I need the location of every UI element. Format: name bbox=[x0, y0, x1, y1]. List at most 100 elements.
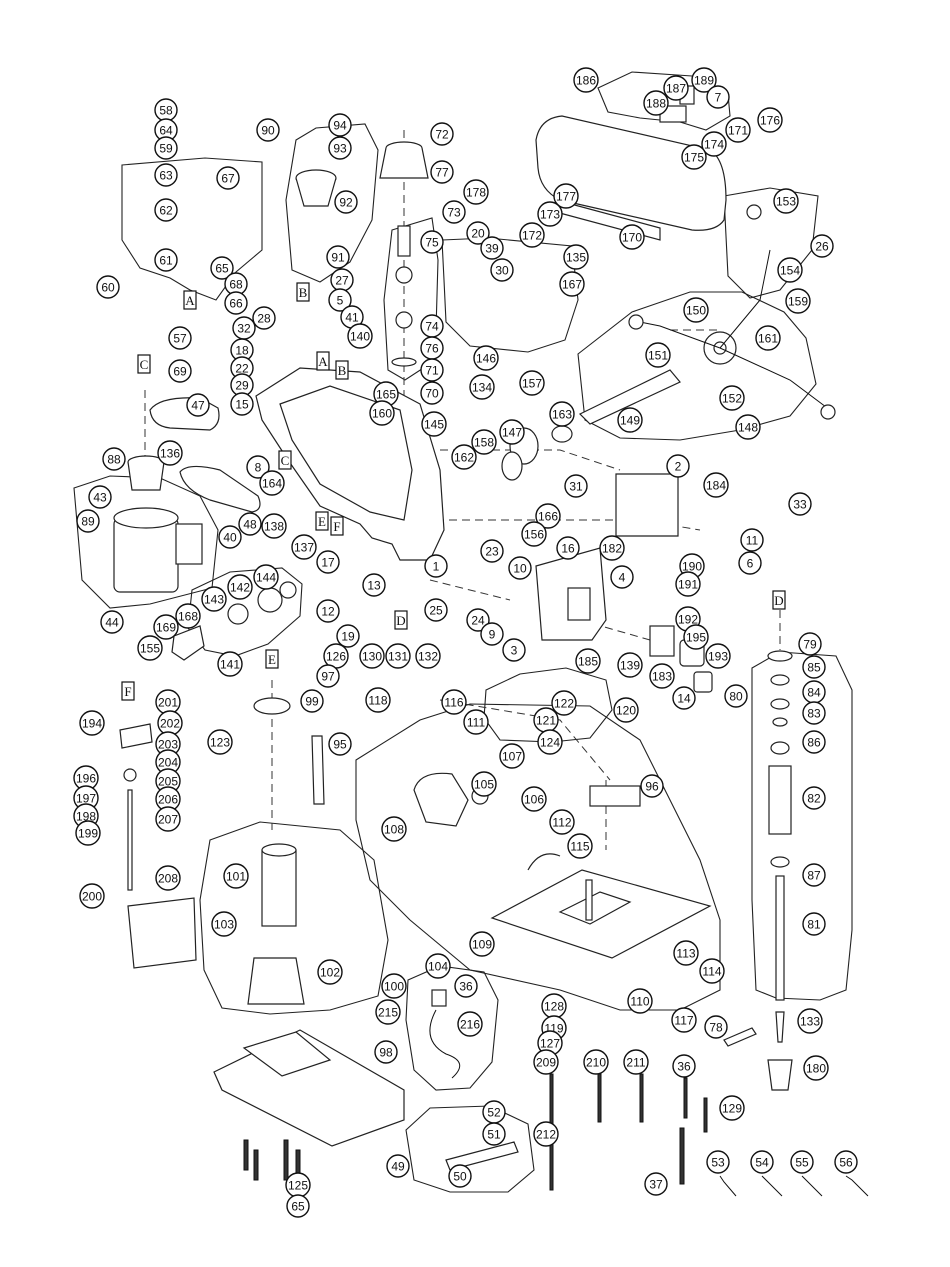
callout-128: 128 bbox=[541, 993, 567, 1019]
callout-circle bbox=[154, 163, 178, 187]
callout-178: 178 bbox=[463, 179, 489, 205]
callout-circle bbox=[154, 136, 178, 160]
callout-95: 95 bbox=[328, 732, 352, 756]
callout-8: 8 bbox=[246, 455, 270, 479]
callout-75: 75 bbox=[420, 230, 444, 254]
reference-flag-A: A bbox=[183, 290, 197, 310]
callout-98: 98 bbox=[374, 1040, 398, 1064]
callout-circle bbox=[583, 1049, 609, 1075]
flag-letter: F bbox=[124, 684, 131, 699]
callout-26: 26 bbox=[810, 234, 834, 258]
callout-circle bbox=[671, 1007, 697, 1033]
callout-circle bbox=[704, 1015, 728, 1039]
callout-number: 66 bbox=[229, 297, 243, 311]
callout-circle bbox=[261, 513, 287, 539]
callout-number: 159 bbox=[788, 295, 808, 309]
callout-39: 39 bbox=[480, 236, 504, 260]
part-wrench-50 bbox=[445, 1141, 519, 1171]
callout-number: 17 bbox=[321, 556, 335, 570]
callout-circle bbox=[719, 1095, 745, 1121]
callout-number: 135 bbox=[566, 251, 586, 265]
callout-number: 78 bbox=[709, 1021, 723, 1035]
callout-number: 150 bbox=[686, 304, 706, 318]
callout-circle bbox=[253, 564, 279, 590]
callout-circle bbox=[559, 271, 585, 297]
flag-box bbox=[296, 282, 310, 302]
callout-number: 68 bbox=[229, 278, 243, 292]
callout-number: 113 bbox=[676, 947, 695, 961]
callout-162: 162 bbox=[451, 444, 477, 470]
group-outline-146 bbox=[441, 237, 579, 353]
callout-102: 102 bbox=[317, 959, 343, 985]
callout-number: 3 bbox=[511, 644, 518, 658]
callout-number: 166 bbox=[538, 510, 558, 524]
callout-number: 184 bbox=[706, 479, 726, 493]
callout-circle bbox=[701, 131, 727, 157]
callout-20: 20 bbox=[466, 221, 490, 245]
callout-number: 32 bbox=[237, 322, 251, 336]
callout-number: 48 bbox=[243, 518, 257, 532]
callout-182: 182 bbox=[599, 535, 625, 561]
callout-number: 209 bbox=[536, 1056, 556, 1070]
callout-94: 94 bbox=[328, 113, 352, 137]
callout-number: 194 bbox=[82, 717, 102, 731]
callout-89: 89 bbox=[76, 509, 100, 533]
callout-circle bbox=[675, 571, 701, 597]
callout-circle bbox=[201, 586, 227, 612]
callout-81: 81 bbox=[802, 912, 826, 936]
callout-circle bbox=[502, 638, 526, 662]
callout-circle bbox=[186, 393, 210, 417]
part-rod-207 bbox=[127, 789, 133, 891]
callout-79: 79 bbox=[798, 632, 822, 656]
callout-circle bbox=[773, 188, 799, 214]
callout-166: 166 bbox=[535, 503, 561, 529]
callout-170: 170 bbox=[619, 224, 645, 250]
callout-circle bbox=[564, 474, 588, 498]
callout-circle bbox=[286, 1194, 310, 1218]
part-pulley-92-body bbox=[295, 177, 337, 207]
callout-10: 10 bbox=[508, 556, 532, 580]
callout-circle bbox=[802, 701, 826, 725]
callout-circle bbox=[211, 911, 237, 937]
callout-number: 191 bbox=[678, 578, 698, 592]
callout-211: 211 bbox=[623, 1049, 649, 1075]
group-outline-186 bbox=[597, 71, 731, 131]
callout-number: 182 bbox=[602, 542, 622, 556]
callout-circle bbox=[96, 275, 120, 299]
part-hub-143 bbox=[227, 603, 249, 625]
callout-71: 71 bbox=[420, 358, 444, 382]
callout-circle bbox=[463, 179, 489, 205]
callout-72: 72 bbox=[430, 122, 454, 146]
callout-number: 40 bbox=[223, 531, 237, 545]
callout-number: 207 bbox=[158, 813, 178, 827]
callout-205: 205 bbox=[155, 768, 181, 794]
callout-25: 25 bbox=[424, 598, 448, 622]
callout-circle bbox=[519, 370, 545, 396]
callout-210: 210 bbox=[583, 1049, 609, 1075]
callout-144: 144 bbox=[253, 564, 279, 590]
callout-circle bbox=[347, 323, 373, 349]
reference-flag-F: F bbox=[330, 516, 344, 536]
callout-circle bbox=[663, 75, 689, 101]
callout-circle bbox=[454, 974, 478, 998]
callout-175: 175 bbox=[681, 144, 707, 170]
callout-number: 138 bbox=[264, 520, 284, 534]
callout-number: 141 bbox=[220, 658, 240, 672]
callout-circle bbox=[802, 912, 826, 936]
callout-number: 146 bbox=[476, 352, 496, 366]
callout-circle bbox=[724, 684, 748, 708]
callout-circle bbox=[740, 528, 764, 552]
callout-circle bbox=[757, 107, 783, 133]
callout-number: 162 bbox=[454, 451, 474, 465]
callout-112: 112 bbox=[549, 809, 575, 835]
callout-number: 183 bbox=[652, 670, 672, 684]
callout-150: 150 bbox=[683, 297, 709, 323]
callout-62: 62 bbox=[154, 198, 178, 222]
callout-number: 171 bbox=[728, 124, 748, 138]
callout-5: 5 bbox=[328, 288, 352, 312]
callout-number: 8 bbox=[255, 461, 262, 475]
callout-circle bbox=[316, 664, 340, 688]
callout-number: 67 bbox=[221, 172, 235, 186]
part-motor-body bbox=[113, 517, 179, 593]
